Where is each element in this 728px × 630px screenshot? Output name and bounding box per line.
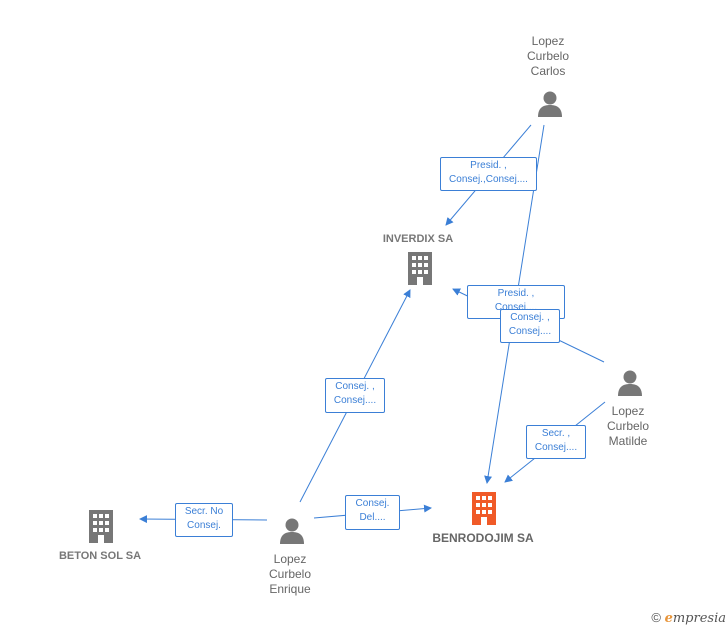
- person-name-line: Matilde: [608, 434, 648, 448]
- role-line: Secr. No: [184, 506, 224, 517]
- role-line: Consej....: [494, 302, 538, 313]
- role-line: Consej. ,: [335, 381, 375, 392]
- role-line: Consej.: [355, 498, 390, 509]
- role-line: Del....: [359, 512, 386, 523]
- building-icon[interactable]: [468, 491, 500, 525]
- edge-label-enrique-benrodojim[interactable]: Consej. Del....: [345, 495, 400, 530]
- edge-label-enrique-betonsol[interactable]: Secr. No Consej.: [175, 503, 233, 537]
- building-icon[interactable]: [404, 251, 436, 285]
- role-line: Secr. ,: [541, 428, 571, 439]
- person-name-line: Lopez: [611, 404, 645, 418]
- empresia-watermark: © empresia: [651, 610, 726, 626]
- edge-label-carlos-inverdix[interactable]: Presid. , Consej.,Consej....: [440, 157, 537, 191]
- person-name-line: Curbelo: [526, 49, 570, 63]
- edge-label-enrique-inverdix[interactable]: Consej. , Consej....: [325, 378, 385, 413]
- person-icon[interactable]: [536, 90, 564, 118]
- person-name-line: Curbelo: [268, 567, 312, 581]
- edge-label-matilde-benrodojim[interactable]: Secr. , Consej....: [526, 425, 586, 459]
- person-label-matilde[interactable]: Lopez Curbelo Matilde: [580, 404, 676, 449]
- person-icon[interactable]: [278, 517, 306, 545]
- person-name-line: Enrique: [269, 582, 311, 596]
- building-icon[interactable]: [85, 509, 117, 543]
- brand-logo: empresia: [665, 611, 726, 626]
- role-line: Presid. ,: [497, 288, 535, 299]
- role-line: Consej....: [333, 395, 377, 406]
- role-line: Consej. ,: [510, 312, 550, 323]
- person-name-line: Lopez: [273, 552, 307, 566]
- company-label-inverdix[interactable]: INVERDIX SA: [382, 233, 454, 245]
- person-icon[interactable]: [616, 369, 644, 397]
- role-line: Consej....: [534, 442, 578, 453]
- person-name-line: Curbelo: [606, 419, 650, 433]
- brand-initial: e: [664, 611, 673, 626]
- person-label-enrique[interactable]: Lopez Curbelo Enrique: [242, 552, 338, 597]
- role-line: Consej....: [508, 326, 552, 337]
- person-name-line: Carlos: [530, 64, 566, 78]
- brand-rest: mpresia: [672, 611, 726, 626]
- company-label-betonsol[interactable]: BETON SOL SA: [58, 550, 142, 562]
- person-label-carlos[interactable]: Lopez Curbelo Carlos: [500, 34, 596, 79]
- role-line: Consej.: [187, 520, 221, 531]
- role-line: Consej.,Consej....: [449, 174, 528, 185]
- company-label-benrodojim[interactable]: BENRODOJIM SA: [432, 531, 534, 545]
- role-line: Presid. ,: [470, 160, 507, 171]
- edge-label-carlos-benrodojim[interactable]: Consej. , Consej....: [500, 309, 560, 343]
- person-name-line: Lopez: [531, 34, 565, 48]
- copyright-symbol: ©: [651, 610, 661, 625]
